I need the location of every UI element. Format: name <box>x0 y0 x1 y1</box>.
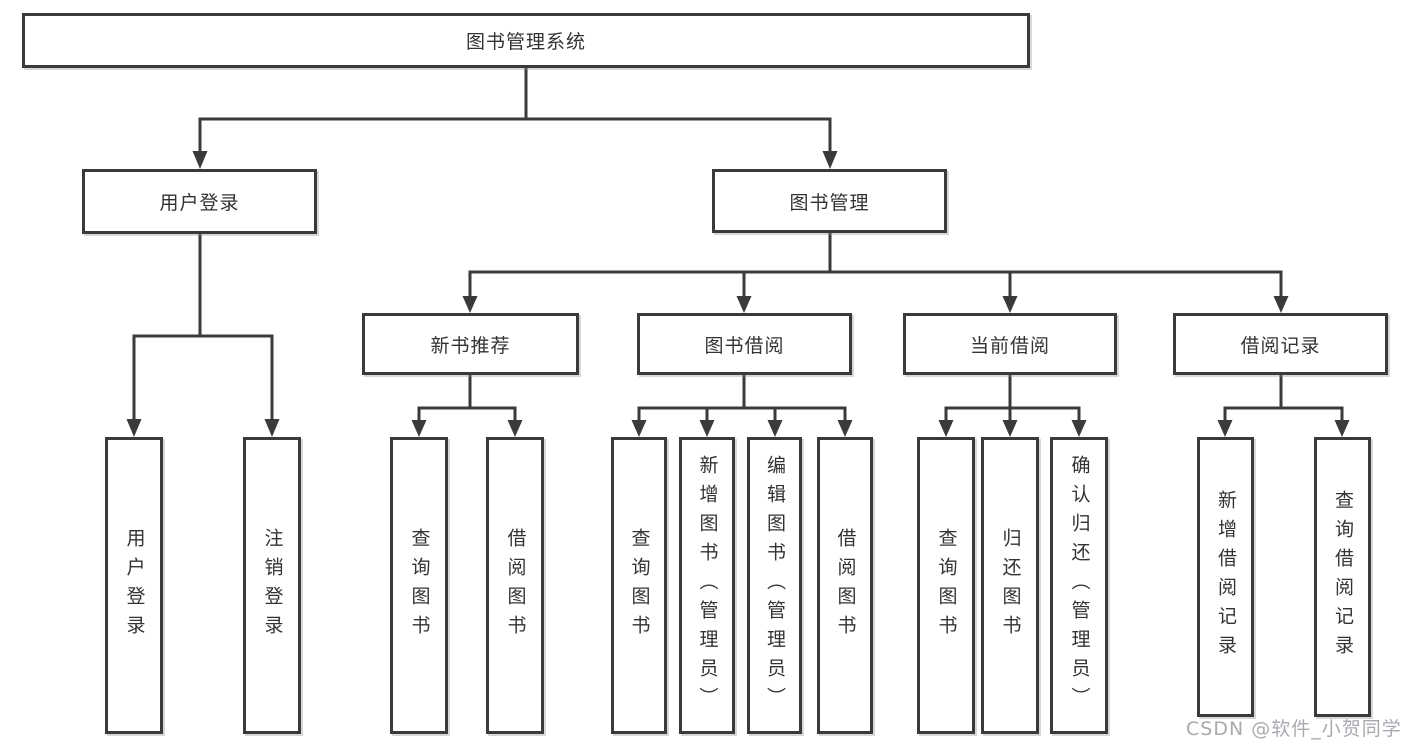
leaf-user-login: 用户登录 <box>105 437 163 734</box>
connector-current-borrow-children <box>938 375 1087 437</box>
node-user-login-label: 用户登录 <box>159 192 240 214</box>
leaf-add-borrow-record-label: 新增借阅记录 <box>1215 490 1237 664</box>
leaf-logout: 注销登录 <box>243 437 301 734</box>
leaf-add-books-admin-label: 新增图书（管理员） <box>696 455 719 716</box>
node-borrow-records: 借阅记录 <box>1173 313 1388 375</box>
connector-user-login-children <box>126 234 280 437</box>
node-current-borrow: 当前借阅 <box>903 313 1117 375</box>
leaf-edit-books-admin-label: 编辑图书（管理员） <box>764 455 786 716</box>
leaf-recommend-borrow-books-label: 借阅图书 <box>504 527 527 644</box>
leaf-query-borrow-record-label: 查询借阅记录 <box>1332 490 1354 664</box>
leaf-confirm-return-admin-label: 确认归还（管理员） <box>1068 455 1091 716</box>
leaf-borrow-books-label: 借阅图书 <box>834 527 857 644</box>
leaf-user-login-label: 用户登录 <box>123 527 146 644</box>
node-library-management-system: 图书管理系统 <box>22 13 1030 68</box>
connector-new-book-recommend-children <box>411 375 523 437</box>
node-user-login: 用户登录 <box>82 169 317 234</box>
leaf-add-books-admin: 新增图书（管理员） <box>679 437 735 734</box>
leaf-logout-label: 注销登录 <box>261 527 284 644</box>
node-book-management: 图书管理 <box>712 169 947 233</box>
node-book-management-label: 图书管理 <box>789 191 870 214</box>
leaf-edit-books-admin: 编辑图书（管理员） <box>747 437 802 734</box>
leaf-recommend-borrow-books: 借阅图书 <box>486 437 544 734</box>
node-book-borrow: 图书借阅 <box>637 313 852 375</box>
node-book-borrow-label: 图书借阅 <box>704 334 785 357</box>
leaf-borrow-query-books: 查询图书 <box>611 437 667 734</box>
leaf-current-query-books: 查询图书 <box>917 437 975 734</box>
node-current-borrow-label: 当前借阅 <box>969 334 1050 357</box>
connector-book-borrow-children <box>631 375 853 437</box>
leaf-borrow-query-books-label: 查询图书 <box>628 527 651 644</box>
connector-borrow-records-children <box>1217 375 1350 437</box>
leaf-recommend-query-books-label: 查询图书 <box>408 527 431 644</box>
leaf-query-borrow-record: 查询借阅记录 <box>1314 437 1371 717</box>
leaf-return-books-label: 归还图书 <box>999 527 1022 644</box>
leaf-return-books: 归还图书 <box>981 437 1039 734</box>
node-new-book-recommend-label: 新书推荐 <box>430 334 511 357</box>
watermark: CSDN @软件_小贺同学 <box>1186 718 1402 740</box>
connector-root-to-level2 <box>192 68 838 169</box>
leaf-add-borrow-record: 新增借阅记录 <box>1197 437 1254 717</box>
node-new-book-recommend: 新书推荐 <box>362 313 579 375</box>
leaf-borrow-books: 借阅图书 <box>817 437 873 734</box>
leaf-recommend-query-books: 查询图书 <box>390 437 448 734</box>
leaf-current-query-books-label: 查询图书 <box>935 527 958 644</box>
connector-book-management-children <box>462 233 1289 313</box>
leaf-confirm-return-admin: 确认归还（管理员） <box>1050 437 1108 734</box>
node-library-management-system-label: 图书管理系统 <box>465 31 586 53</box>
node-borrow-records-label: 借阅记录 <box>1240 334 1321 357</box>
